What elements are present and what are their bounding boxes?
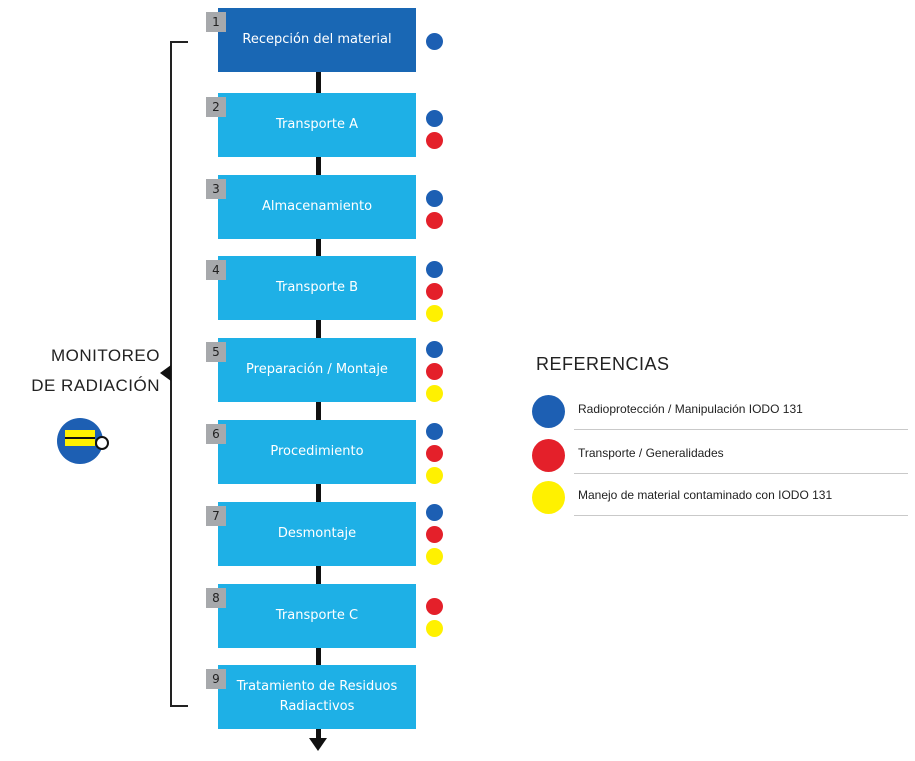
step-number: 5 <box>206 342 226 362</box>
monitor-icon-bar-top <box>65 430 95 437</box>
red-dot-icon <box>426 283 443 300</box>
monitoring-bracket <box>170 41 188 707</box>
monitor-title-line2: DE RADIACIÓN <box>31 376 160 395</box>
monitor-icon-bar-bottom <box>65 439 95 446</box>
step-box-1: Recepción del material 1 <box>206 8 416 72</box>
step-dots-4 <box>426 261 444 327</box>
step-label: Transporte C <box>275 608 359 623</box>
red-dot-icon <box>426 526 443 543</box>
yellow-legend-dot-icon <box>532 481 565 514</box>
step-number: 7 <box>206 506 226 526</box>
step-number: 1 <box>206 12 226 32</box>
legend-label: Manejo de material contaminado con IODO … <box>578 488 833 502</box>
legend-label: Radioprotección / Manipulación IODO 131 <box>578 402 803 416</box>
legend-item-yellow: Manejo de material contaminado con IODO … <box>532 478 908 516</box>
step-label: Transporte A <box>275 117 359 132</box>
step-dots-1 <box>426 33 444 55</box>
step-box-8: Transporte C 8 <box>206 584 416 648</box>
step-dots-3 <box>426 190 444 234</box>
radiation-monitor-icon <box>57 418 109 464</box>
legend-title: REFERENCIAS <box>536 354 670 374</box>
step-number: 2 <box>206 97 226 117</box>
step-box-3: Almacenamiento 3 <box>206 175 416 239</box>
blue-dot-icon <box>426 110 443 127</box>
blue-legend-dot-icon <box>532 395 565 428</box>
flow-arrow-down <box>309 738 327 751</box>
red-dot-icon <box>426 212 443 229</box>
yellow-dot-icon <box>426 385 443 402</box>
blue-dot-icon <box>426 33 443 50</box>
monitor-icon-probe <box>95 436 109 450</box>
yellow-dot-icon <box>426 467 443 484</box>
step-label: Tratamiento de Residuos Radiactivos <box>236 679 398 714</box>
legend-item-red: Transporte / Generalidades <box>532 436 908 474</box>
red-dot-icon <box>426 363 443 380</box>
step-label: Preparación / Montaje <box>246 362 388 377</box>
step-number: 6 <box>206 424 226 444</box>
red-dot-icon <box>426 598 443 615</box>
legend-item-blue: Radioprotección / Manipulación IODO 131 <box>532 392 908 430</box>
red-dot-icon <box>426 445 443 462</box>
step-label: Desmontaje <box>277 526 357 541</box>
step-number: 9 <box>206 669 226 689</box>
step-dots-2 <box>426 110 444 154</box>
legend-divider <box>574 515 908 516</box>
step-number: 4 <box>206 260 226 280</box>
step-dots-6 <box>426 423 444 489</box>
step-number: 3 <box>206 179 226 199</box>
red-legend-dot-icon <box>532 439 565 472</box>
step-box-9: Tratamiento de Residuos Radiactivos 9 <box>206 665 416 729</box>
step-label: Almacenamiento <box>261 199 373 214</box>
step-box-7: Desmontaje 7 <box>206 502 416 566</box>
blue-dot-icon <box>426 504 443 521</box>
yellow-dot-icon <box>426 305 443 322</box>
step-label: Transporte B <box>275 280 359 295</box>
step-box-2: Transporte A 2 <box>206 93 416 157</box>
step-box-4: Transporte B 4 <box>206 256 416 320</box>
step-dots-7 <box>426 504 444 570</box>
blue-dot-icon <box>426 423 443 440</box>
yellow-dot-icon <box>426 620 443 637</box>
red-dot-icon <box>426 132 443 149</box>
blue-dot-icon <box>426 190 443 207</box>
step-number: 8 <box>206 588 226 608</box>
step-dots-5 <box>426 341 444 407</box>
blue-dot-icon <box>426 341 443 358</box>
monitor-title-line1: MONITOREO <box>50 346 160 365</box>
monitor-title: MONITOREO DE RADIACIÓN <box>0 341 160 401</box>
legend-divider <box>574 473 908 474</box>
monitor-icon-divider <box>65 437 95 439</box>
blue-dot-icon <box>426 261 443 278</box>
legend-label: Transporte / Generalidades <box>578 446 724 460</box>
step-dots-8 <box>426 598 444 642</box>
yellow-dot-icon <box>426 548 443 565</box>
legend-divider <box>574 429 908 430</box>
bracket-pointer <box>160 365 171 381</box>
step-label: Recepción del material <box>242 32 392 47</box>
step-label: Procedimiento <box>270 444 364 459</box>
step-box-6: Procedimiento 6 <box>206 420 416 484</box>
step-box-5: Preparación / Montaje 5 <box>206 338 416 402</box>
